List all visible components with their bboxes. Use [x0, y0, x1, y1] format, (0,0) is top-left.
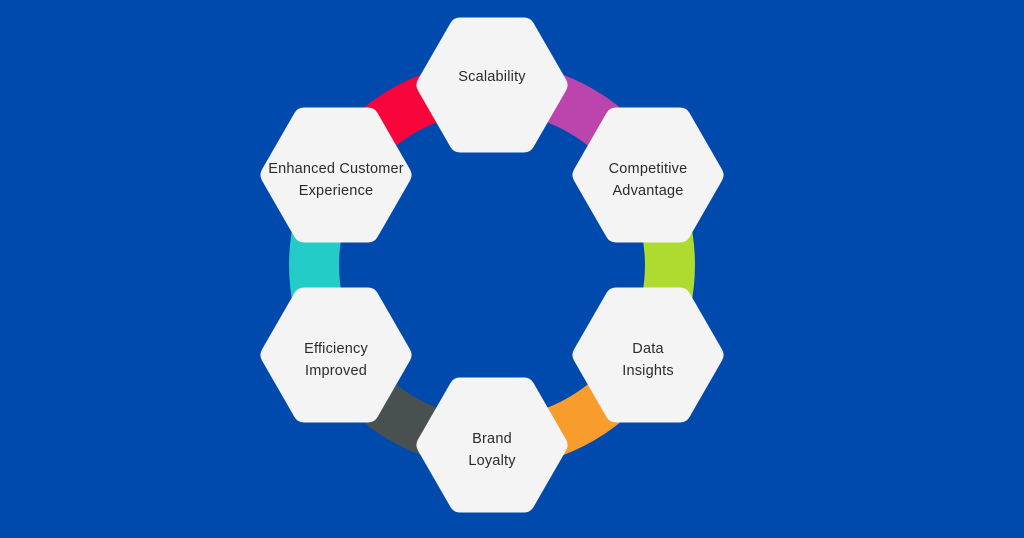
- hexagon-efficiency-improved: Efficiency Improved: [260, 287, 412, 423]
- hexagon-label-line2: Experience: [299, 183, 374, 199]
- hexagon-shape: [572, 107, 724, 243]
- hexagon-brand-loyalty: Brand Loyalty: [416, 377, 568, 513]
- hexagon-enhanced-customer-experience: Enhanced Customer Experience: [260, 107, 412, 243]
- hexagon-shape: [416, 17, 568, 153]
- hexagon-shape: [260, 287, 412, 423]
- hexagon-label-line1: Efficiency: [304, 341, 368, 357]
- hexagon-label-line1: Brand: [472, 431, 512, 447]
- hexagon-label-line1: Enhanced Customer: [268, 161, 404, 177]
- hexagon-label-line2: Insights: [622, 363, 674, 379]
- hexagon-label-line1: Competitive: [609, 161, 688, 177]
- hexagon-label-line1: Data: [632, 341, 664, 357]
- hexagon-label-line2: Loyalty: [468, 453, 516, 469]
- hexagon-label-line2: Improved: [305, 363, 367, 379]
- hexagon-shape: [572, 287, 724, 423]
- hexagon-scalability: Scalability: [416, 17, 568, 153]
- hexagon-data-insights: Data Insights: [572, 287, 724, 423]
- hexagon-label: Scalability: [458, 69, 526, 85]
- hexagon-shape: [260, 107, 412, 243]
- hexagon-competitive-advantage: Competitive Advantage: [572, 107, 724, 243]
- hexagon-label-line2: Advantage: [612, 183, 683, 199]
- hexagon-shape: [416, 377, 568, 513]
